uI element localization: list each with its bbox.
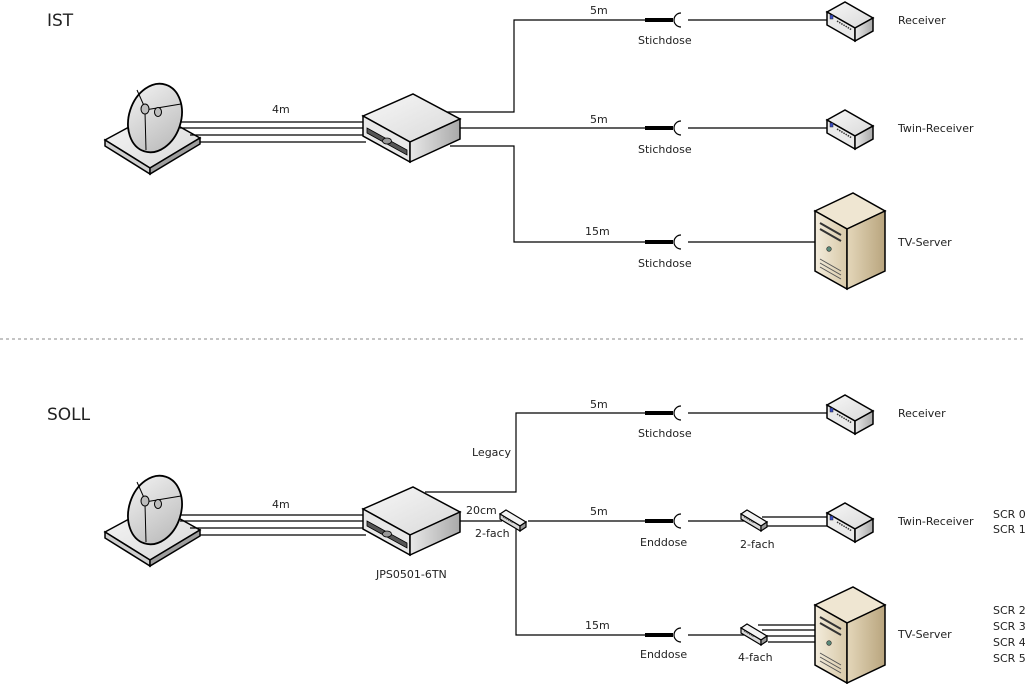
receiver-icon (826, 394, 874, 435)
splitter-label: 2-fach (740, 538, 775, 551)
branch-twin-receiver: 5m Stichdose Twin-Receiver (460, 109, 974, 156)
branch-receiver: 5m Stichdose Receiver (447, 1, 946, 113)
scr-label: SCR 4 (993, 636, 1025, 649)
device-label: Twin-Receiver (897, 122, 974, 135)
outlet-icon (643, 11, 683, 29)
splitter-label: 2-fach (475, 527, 510, 540)
twin-receiver-icon (826, 502, 874, 543)
device-label: Receiver (898, 14, 946, 27)
receiver-icon (826, 1, 874, 42)
section-title-ist: IST (47, 11, 74, 31)
splitter-cable-length: 20cm (466, 504, 497, 517)
outlet-label: Enddose (640, 648, 687, 661)
outlet-icon (643, 404, 683, 422)
legacy-label: Legacy (472, 446, 511, 459)
device-label: TV-Server (897, 628, 952, 641)
multiswitch-icon (362, 93, 461, 163)
satellite-dish-icon (104, 75, 201, 175)
dish-cable (180, 514, 366, 536)
switch-model-label: JPS0501-6TN (375, 568, 447, 581)
cable-length: 5m (590, 505, 608, 518)
cable-length: 15m (585, 225, 610, 238)
splitter-icon (740, 509, 768, 532)
outlet-icon (643, 119, 683, 137)
cable-length: 5m (590, 113, 608, 126)
section-ist: IST 4m 5m Stichdose Receiver 5m Sti (47, 1, 974, 290)
outlet-icon (643, 626, 683, 644)
scr-label: SCR 0 (993, 508, 1025, 521)
tv-server-icon (814, 586, 886, 684)
scr-label: SCR 2 (993, 604, 1025, 617)
device-label: Receiver (898, 407, 946, 420)
branch-tv-server: 15m Stichdose TV-Server (450, 145, 952, 290)
scr-label: SCR 5 (993, 652, 1025, 665)
twin-receiver-icon (826, 109, 874, 150)
splitter-icon (740, 623, 768, 646)
outlet-label: Stichdose (638, 257, 692, 270)
cable-length: 5m (590, 398, 608, 411)
scr-label: SCR 3 (993, 620, 1025, 633)
dish-cable-length: 4m (272, 103, 290, 116)
splitter-label: 4-fach (738, 651, 773, 664)
cable-length: 15m (585, 619, 610, 632)
multiswitch-icon (362, 486, 461, 556)
device-label: TV-Server (897, 236, 952, 249)
outlet-label: Stichdose (638, 427, 692, 440)
outlet-icon (643, 233, 683, 251)
outlet-label: Stichdose (638, 34, 692, 47)
section-title-soll: SOLL (47, 405, 91, 425)
device-label: Twin-Receiver (897, 515, 974, 528)
dish-cable-length: 4m (272, 498, 290, 511)
branch-twin-receiver: 5m Enddose 2-fach Twin-Receiver SCR 0 SC… (528, 502, 1025, 551)
satellite-dish-icon (104, 467, 201, 567)
cable-length: 5m (590, 4, 608, 17)
outlet-label: Enddose (640, 536, 687, 549)
branch-tv-server: 15m Enddose 4-fach TV-Server SCR 2 SCR 3… (515, 529, 1025, 684)
tv-server-icon (814, 192, 886, 290)
scr-label: SCR 1 (993, 523, 1025, 536)
branch-receiver: Legacy 5m Stichdose Receiver (425, 394, 946, 493)
dish-cable (180, 121, 366, 143)
section-soll: SOLL 4m JPS0501-6TN Legacy 5m Stichdose … (47, 394, 1025, 684)
outlet-label: Stichdose (638, 143, 692, 156)
outlet-icon (643, 512, 683, 530)
